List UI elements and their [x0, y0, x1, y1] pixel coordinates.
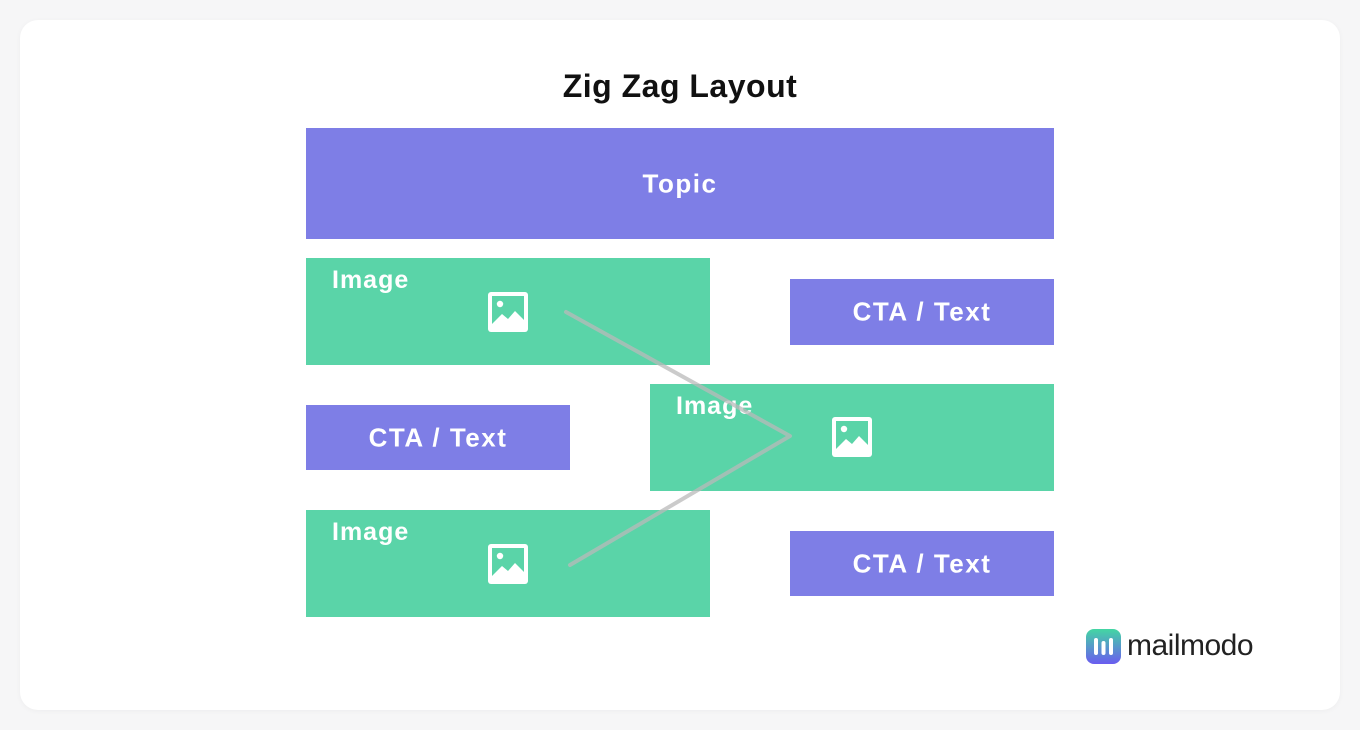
cta-block-2: CTA / Text — [306, 405, 570, 470]
diagram-title: Zig Zag Layout — [562, 68, 798, 104]
image-block-1: Image — [306, 258, 710, 365]
brand-logo: mailmodo — [1086, 627, 1254, 665]
image-block-3: Image — [306, 510, 710, 617]
topic-block: Topic — [306, 128, 1054, 239]
image-label-1: Image — [332, 266, 410, 294]
topic-label: Topic — [642, 168, 718, 198]
cta-block-3: CTA / Text — [790, 531, 1054, 596]
cta-label-2: CTA / Text — [368, 422, 508, 452]
image-label-2: Image — [676, 392, 754, 420]
image-icon — [488, 292, 528, 332]
image-block-2: Image — [650, 384, 1054, 491]
brand-name: mailmodo — [1127, 629, 1254, 662]
cta-block-1: CTA / Text — [790, 279, 1054, 345]
cta-label-1: CTA / Text — [852, 296, 992, 327]
mailmodo-logo-icon — [1086, 628, 1121, 664]
image-icon — [488, 544, 528, 584]
image-icon — [832, 417, 872, 457]
cta-label-3: CTA / Text — [852, 548, 992, 578]
image-label-3: Image — [332, 518, 410, 546]
